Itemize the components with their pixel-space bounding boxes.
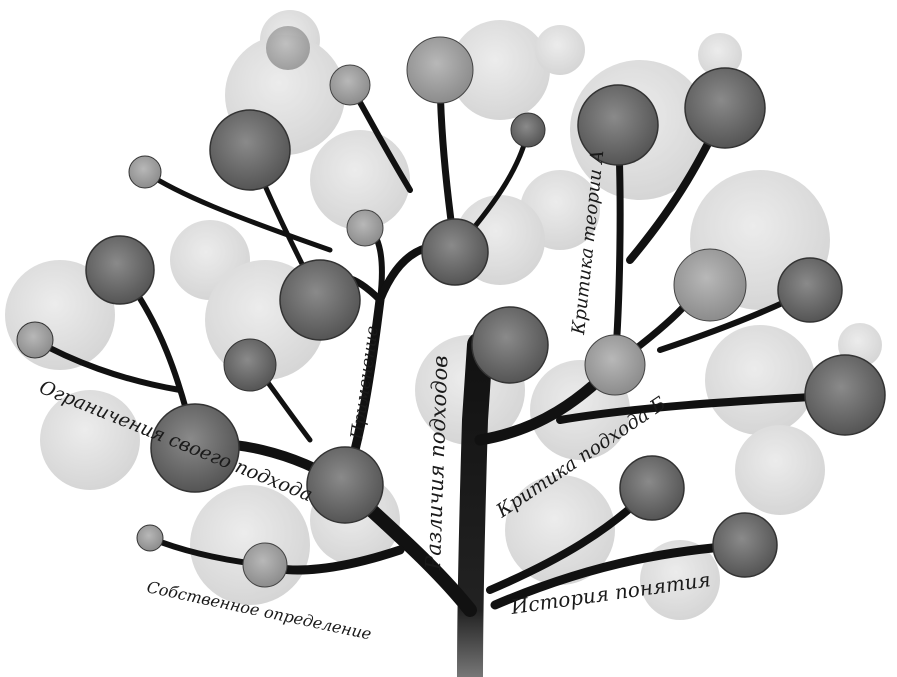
- leaf-ball: [674, 249, 746, 321]
- label-application: Применение: [347, 325, 383, 442]
- leaf-ball: [422, 219, 488, 285]
- trunk: [470, 345, 480, 677]
- leaf-ball: [243, 543, 287, 587]
- foliage-blob: [705, 325, 815, 435]
- leaf-ball: [330, 65, 370, 105]
- leaf-ball: [210, 110, 290, 190]
- leaf-ball: [620, 456, 684, 520]
- leaf-ball: [86, 236, 154, 304]
- leaf-ball: [685, 68, 765, 148]
- leaf-ball: [137, 525, 163, 551]
- leaf-ball: [407, 37, 473, 103]
- leaf-ball: [472, 307, 548, 383]
- foliage-blob: [535, 25, 585, 75]
- leaf-ball: [713, 513, 777, 577]
- foliage-blob: [735, 425, 825, 515]
- leaf-ball: [129, 156, 161, 188]
- leaf-ball: [280, 260, 360, 340]
- leaf-ball: [224, 339, 276, 391]
- leaf-ball: [347, 210, 383, 246]
- leaf-ball: [585, 335, 645, 395]
- leaf-ball: [511, 113, 545, 147]
- leaf-ball: [307, 447, 383, 523]
- leaf-ball: [805, 355, 885, 435]
- foliage-blob: [190, 485, 310, 605]
- leaf-ball: [778, 258, 842, 322]
- leaf-ball: [266, 26, 310, 70]
- leaf-ball: [17, 322, 53, 358]
